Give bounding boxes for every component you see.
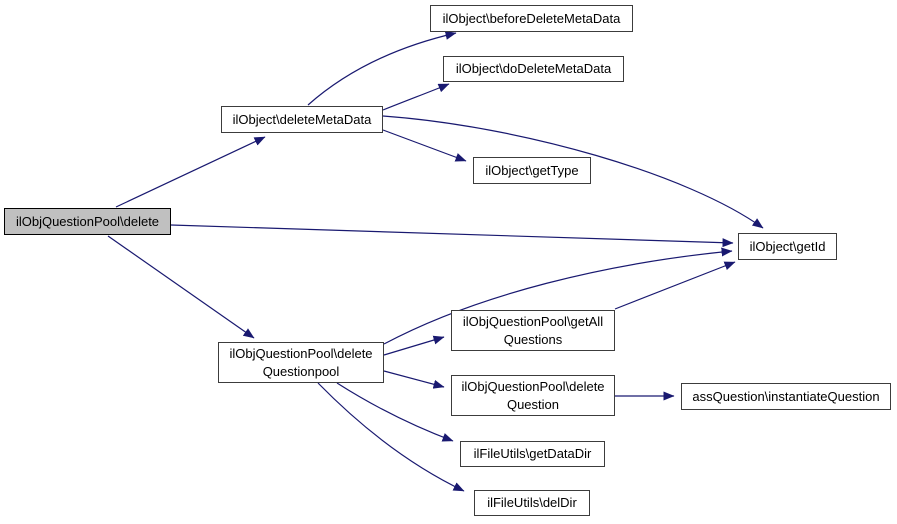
node-label-line: Question — [506, 396, 560, 412]
edge-ilobject-deletemetadata-to-ilobject-getid — [382, 115, 764, 229]
node-label-line: ilObjQuestionPool\delete — [229, 345, 373, 361]
edge-ilobjquestionpool-deletequestionpool-to-ilobjquestionpool-getallquestions — [383, 335, 445, 356]
edge-ilobjquestionpool-getallquestions-to-ilobject-getid — [614, 261, 736, 310]
node-label-line: Questionpool — [262, 363, 340, 379]
node-ilobject-dodeletemetadata[interactable]: ilObject\doDeleteMetaData — [443, 56, 624, 82]
node-ilfileutils-getdatadir[interactable]: ilFileUtils\getDataDir — [460, 441, 605, 467]
edge-ilobjquestionpool-deletequestionpool-to-ilfileutils-deldir — [317, 382, 465, 492]
edge-ilobjquestionpool-deletequestionpool-to-ilobject-getid — [383, 247, 733, 345]
node-ilobject-deletemetadata[interactable]: ilObject\deleteMetaData — [221, 106, 383, 133]
node-label-line: assQuestion\instantiateQuestion — [692, 388, 880, 404]
node-ilobject-gettype[interactable]: ilObject\getType — [473, 157, 591, 184]
edge-ilobjquestionpool-delete-to-ilobjquestionpool-deletequestionpool — [107, 235, 255, 339]
edge-ilobject-deletemetadata-to-ilobject-beforedeletemetadata — [307, 30, 457, 106]
node-label-line: Questions — [503, 331, 563, 347]
node-label-line: ilObjQuestionPool\delete — [15, 213, 160, 229]
edge-ilobjquestionpool-delete-to-ilobject-getid — [170, 224, 734, 248]
node-ilobjquestionpool-delete: ilObjQuestionPool\delete — [4, 208, 171, 235]
edge-ilobjquestionpool-delete-to-ilobject-deletemetadata — [115, 136, 266, 208]
edge-ilobjquestionpool-deletequestionpool-to-ilobjquestionpool-deletequestion — [383, 370, 445, 389]
node-label-line: ilObject\getType — [485, 162, 579, 178]
node-label-line: ilObject\getId — [749, 238, 826, 254]
node-label-line: ilObjQuestionPool\getAll — [462, 313, 604, 329]
edge-ilobjquestionpool-deletequestionpool-to-ilfileutils-getdatadir — [336, 382, 454, 442]
node-ilfileutils-deldir[interactable]: ilFileUtils\delDir — [474, 490, 590, 516]
node-ilobject-getid[interactable]: ilObject\getId — [738, 233, 837, 260]
node-label-line: ilObject\deleteMetaData — [232, 111, 372, 127]
node-label-line: ilObject\beforeDeleteMetaData — [442, 10, 621, 26]
edge-group — [107, 30, 764, 492]
node-label-line: ilFileUtils\getDataDir — [473, 446, 592, 461]
node-label-line: ilObject\doDeleteMetaData — [455, 61, 612, 76]
node-assquestion-instantiatequestion[interactable]: assQuestion\instantiateQuestion — [681, 383, 891, 410]
edge-ilobject-deletemetadata-to-ilobject-dodeletemetadata — [382, 83, 450, 111]
node-label-line: ilObjQuestionPool\delete — [461, 378, 605, 394]
node-label-line: ilFileUtils\delDir — [487, 495, 577, 510]
edge-ilobject-deletemetadata-to-ilobject-gettype — [382, 129, 467, 162]
node-ilobject-beforedeletemetadata[interactable]: ilObject\beforeDeleteMetaData — [430, 5, 633, 32]
